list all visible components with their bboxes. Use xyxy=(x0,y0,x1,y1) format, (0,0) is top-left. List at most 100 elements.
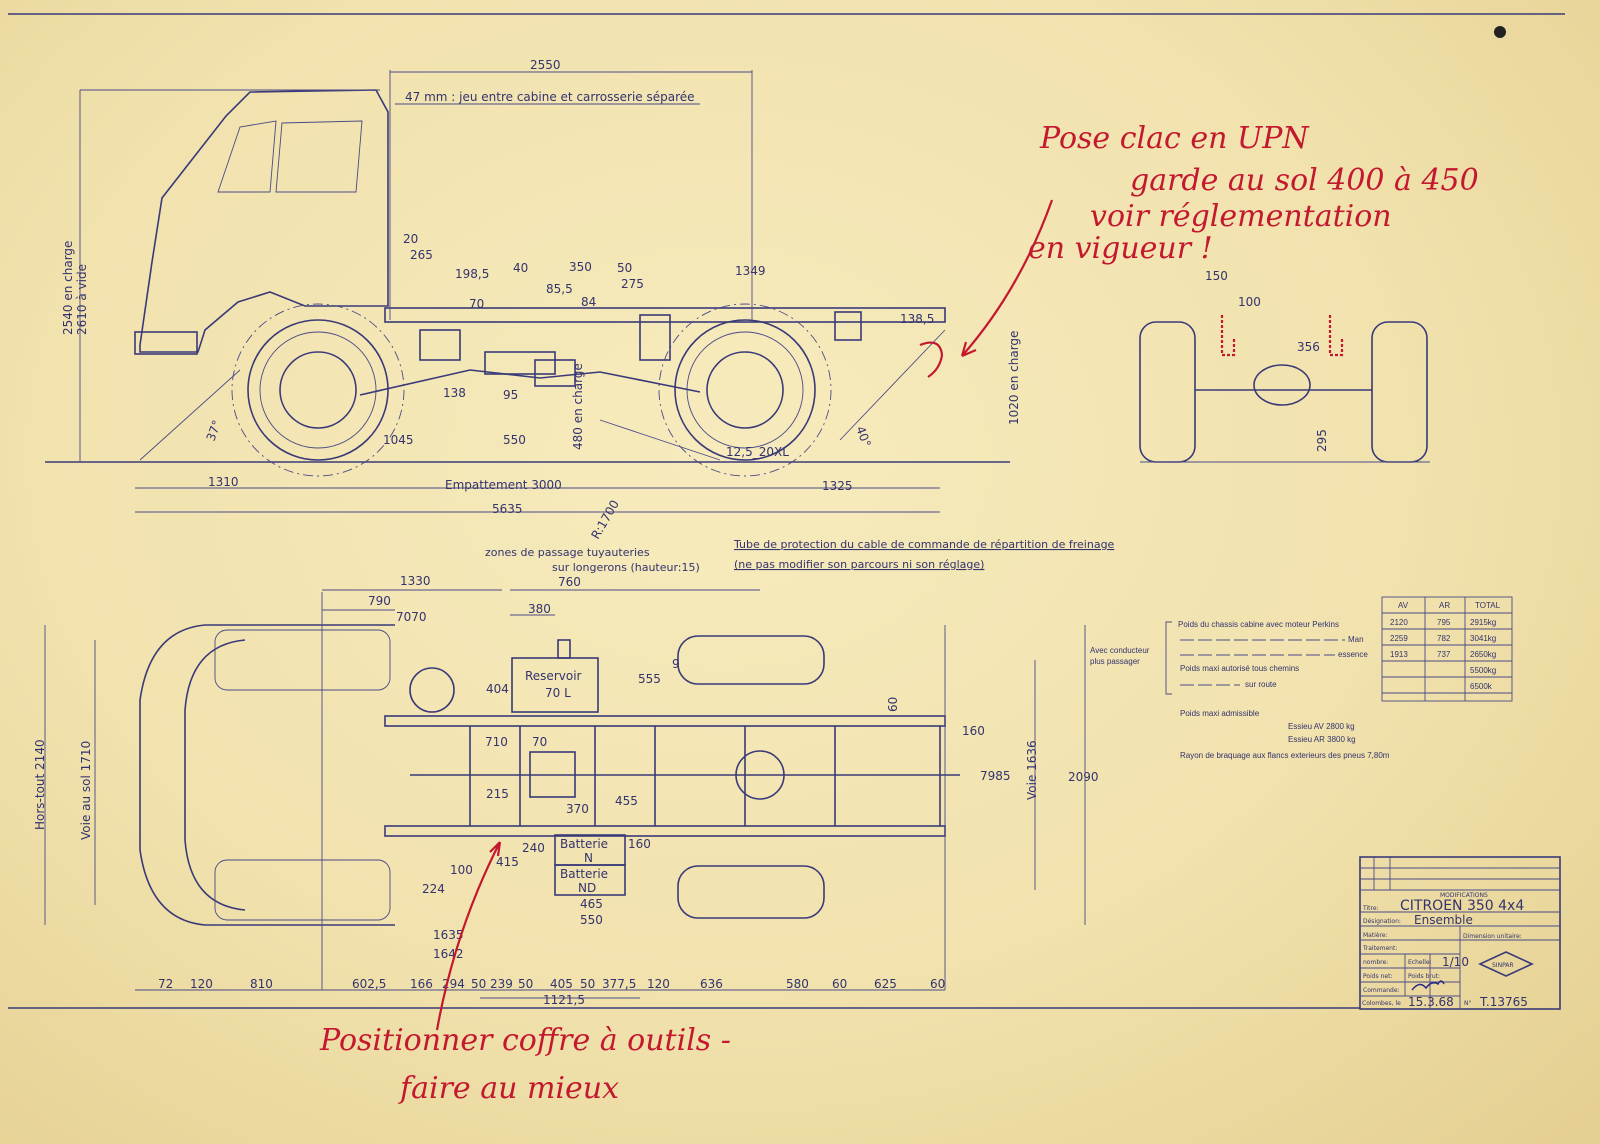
plan-cab-outline xyxy=(139,624,395,926)
dim: 40 xyxy=(513,261,528,275)
col-header-av: AV xyxy=(1398,601,1409,610)
dim: 9 xyxy=(672,657,680,671)
cell: 3041kg xyxy=(1470,634,1496,643)
reservoir-cap xyxy=(557,639,571,659)
dim: 20 xyxy=(403,232,418,246)
bottom-dim: 50 xyxy=(518,977,533,991)
plan-cab-roof-front xyxy=(214,629,391,691)
dim: 1642 xyxy=(433,947,464,961)
bottom-dim: 377,5 xyxy=(602,977,636,991)
battery-nd xyxy=(554,864,626,896)
dim: 70 xyxy=(532,735,547,749)
bottom-dim: 405 xyxy=(550,977,573,991)
angle-departure: 40° xyxy=(853,424,873,449)
reservoir-label: Reservoir xyxy=(525,669,582,683)
dim: 1325 xyxy=(822,479,853,493)
dim: 550 xyxy=(503,433,526,447)
rear-wheel xyxy=(658,303,832,477)
sub-total-dim: 1121,5 xyxy=(543,993,585,1007)
height-loaded: 2540 en charge xyxy=(61,241,75,335)
red-arrow-bottom xyxy=(435,841,502,1031)
dim-2550: 2550 xyxy=(530,58,561,72)
matiere-label: Matière: xyxy=(1363,932,1388,939)
axle-front-max: Essieu AV 2800 kg xyxy=(1288,722,1355,731)
bottom-dim: 50 xyxy=(471,977,486,991)
dim: 550 xyxy=(580,913,603,927)
battery-n-type: N xyxy=(584,851,593,865)
front-bumper xyxy=(134,331,198,355)
logo-text: SINPAR xyxy=(1492,962,1514,969)
plan-dimension-lines xyxy=(44,589,1086,991)
dim: 480 en charge xyxy=(571,363,585,450)
bottom-dim: 636 xyxy=(700,977,723,991)
annotation-bottom-2: faire au mieux xyxy=(398,1071,619,1106)
annotation-top-1: Pose clac en UPN xyxy=(1039,121,1310,156)
right-rail xyxy=(384,825,946,837)
chassis-rail xyxy=(384,307,946,323)
drawing-title: CITROEN 350 4x4 xyxy=(1400,898,1524,914)
overall-width: Hors-tout 2140 xyxy=(33,739,47,830)
red-arrow-top xyxy=(960,199,1054,358)
col-header-ar: AR xyxy=(1439,601,1450,610)
cab-gap-note: 47 mm : jeu entre cabine et carrosserie … xyxy=(405,90,695,104)
dim: 710 xyxy=(485,735,508,749)
bottom-dim: 625 xyxy=(874,977,897,991)
end-wheel-right xyxy=(1371,321,1428,463)
dim: 60 xyxy=(886,697,900,712)
end-wheel-left xyxy=(1139,321,1196,463)
dim: 95 xyxy=(503,388,518,402)
bottom-dim: 580 xyxy=(786,977,809,991)
poids-net-label: Poids net: xyxy=(1363,973,1392,980)
dim: 7070 xyxy=(396,610,427,624)
weights-bracket xyxy=(1165,621,1172,695)
dim: 455 xyxy=(615,794,638,808)
dim: 2090 xyxy=(1068,770,1099,784)
dim: 160 xyxy=(962,724,985,738)
height-empty: 2610 à vide xyxy=(75,264,89,335)
date: 15.3.68 xyxy=(1408,995,1454,1009)
nombre-label: nombre: xyxy=(1363,959,1388,966)
spare-wheel-top xyxy=(677,635,825,685)
battery-nd-label: Batterie xyxy=(560,867,608,881)
weight-row-label: essence xyxy=(1338,650,1368,659)
bottom-dim: 60 xyxy=(930,977,945,991)
engine-sump xyxy=(419,329,461,361)
turning-radius: Rayon de braquage aux flancs exterieurs … xyxy=(1180,751,1390,760)
wheelbase: Empattement 3000 xyxy=(445,478,562,492)
dim: 224 xyxy=(422,882,445,896)
weight-row-label: Poids maxi autorisé tous chemins xyxy=(1180,664,1299,673)
bottom-dim: 120 xyxy=(647,977,670,991)
annotation-top-4: en vigueur ! xyxy=(1028,231,1213,266)
drawing-number: T.13765 xyxy=(1479,995,1528,1009)
cell: 2915kg xyxy=(1470,618,1496,627)
track-front: Voie au sol 1710 xyxy=(79,741,93,840)
dim: 295 xyxy=(1315,429,1329,452)
dim: 100 xyxy=(1238,295,1261,309)
brake-tube-note: Tube de protection du cable de commande … xyxy=(733,538,1115,551)
side-view: 2550 47 mm : jeu entre cabine et carross… xyxy=(45,58,1021,542)
dim: 370 xyxy=(566,802,589,816)
bottom-dim: 810 xyxy=(250,977,273,991)
traitement-label: Traitement: xyxy=(1362,945,1397,952)
dim: 100 xyxy=(450,863,473,877)
scale: 1/10 xyxy=(1442,955,1469,969)
dim: 760 xyxy=(558,575,581,589)
red-mark xyxy=(919,341,944,378)
weight-row-label: Poids du chassis cabine avec moteur Perk… xyxy=(1178,620,1339,629)
punch-hole xyxy=(1494,26,1506,38)
dim: 415 xyxy=(496,855,519,869)
echelle-label: Echelle: xyxy=(1408,959,1432,966)
weight-row-label: sur route xyxy=(1245,680,1277,689)
front-wheel xyxy=(231,303,405,477)
dim: 356 xyxy=(1297,340,1320,354)
bottom-dim: 166 xyxy=(410,977,433,991)
tyre-size: 12,5_20XL xyxy=(726,445,789,459)
dim: 85,5 xyxy=(546,282,573,296)
dim: 1045 xyxy=(383,433,414,447)
cell: 6500k xyxy=(1470,682,1493,691)
dim: 7985 xyxy=(980,769,1011,783)
cab-door-window xyxy=(217,120,277,193)
dim: 215 xyxy=(486,787,509,801)
